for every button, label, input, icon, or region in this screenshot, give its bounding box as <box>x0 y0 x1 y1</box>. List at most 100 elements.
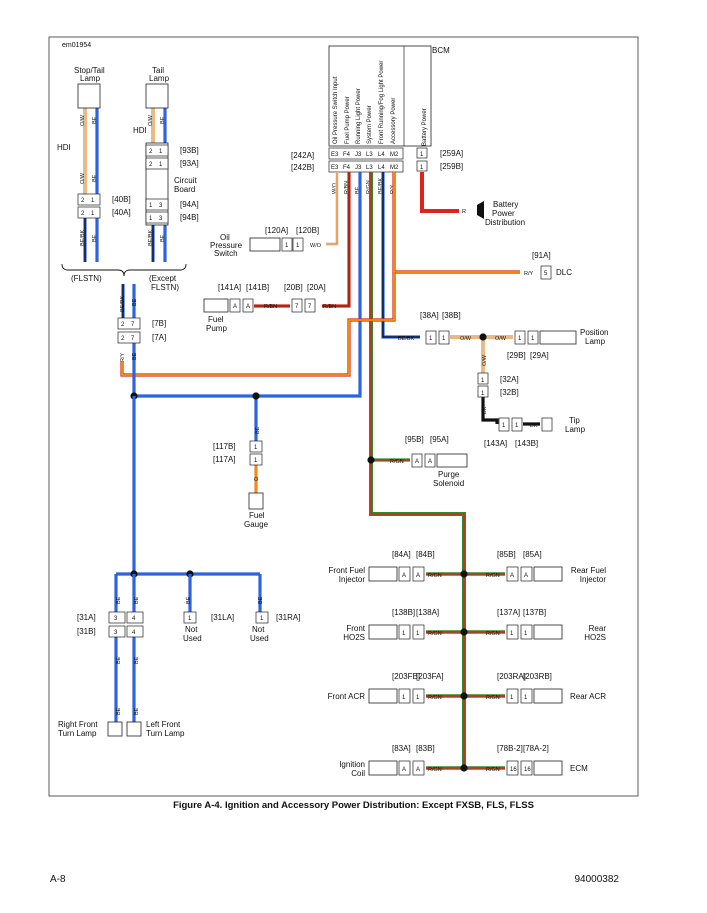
bcm-pin-a-J3: J3 <box>355 152 362 158</box>
bcm-pin-b-L3: L3 <box>366 165 373 171</box>
nu-r-1: Not <box>252 625 265 634</box>
conn-[203FA]: [203FA] <box>416 672 444 681</box>
conn-95a: [95A] <box>430 435 449 444</box>
wire-3 <box>369 172 466 770</box>
pin-1-r1: 1 <box>510 631 514 637</box>
conn-7a: [7A] <box>152 333 166 342</box>
left-label-0-1: Injector <box>339 575 366 584</box>
conn-[78A-2]: [78A-2] <box>523 744 549 753</box>
pin-0-l2: A <box>416 573 420 579</box>
conn-95b: [95B] <box>405 435 424 444</box>
conn-40b: [40B] <box>112 195 131 204</box>
bcm-function-5: Accessory Power <box>391 98 397 144</box>
wire-label-0-l: R/GN <box>428 573 442 579</box>
purge-label-2: Solenoid <box>433 479 464 488</box>
variant-except-2: FLSTN) <box>151 283 179 292</box>
rf-label-1: Right Front <box>58 720 98 729</box>
conn-[85B]: [85B] <box>497 550 516 559</box>
conn-117a: [117A] <box>213 455 236 464</box>
purge-solenoid: [95B] [95A] R/GN A A Purge Solenoid <box>390 435 468 488</box>
conn-259a: [259A] <box>440 149 463 158</box>
conn-20a: [20A] <box>307 283 326 292</box>
conn-[84A]: [84A] <box>392 550 411 559</box>
conn-91a: [91A] <box>532 251 551 260</box>
stop-tail-label-1: Stop/Tail <box>74 66 105 75</box>
conn-[85A]: [85A] <box>523 550 542 559</box>
pin-3-r1: 16 <box>510 767 517 773</box>
wire-2 <box>134 172 362 398</box>
pl-label-2: Lamp <box>585 337 606 346</box>
bcm-pin-a-L4: L4 <box>378 152 385 158</box>
c7-wire-be: BE <box>132 298 138 306</box>
tip-pin-a: 1 <box>481 378 485 384</box>
bcm-battery-label: Battery Power <box>422 108 428 146</box>
variant-bracket: (FLSTN) (Except FLSTN) <box>61 263 187 292</box>
pl-wire-in: BE/BK <box>398 336 415 342</box>
figure-id: em01954 <box>62 42 92 49</box>
pin-0-l1: A <box>402 573 406 579</box>
right-label-0-1: Injector <box>580 575 607 584</box>
bcm-pin-a-E3: E3 <box>331 152 339 158</box>
conn-29b: [29B] <box>507 351 526 360</box>
figure-caption: Figure A-4. Ignition and Accessory Power… <box>173 800 534 811</box>
tail-lamp: Tail Lamp O/W BE HDI 2 1 2 1 [93B] [93A]… <box>133 66 199 246</box>
pin-3-l1: A <box>402 767 406 773</box>
fp-wire-2: R/BN <box>323 304 336 310</box>
fuel-pump: [141A] [141B] A A R/BN [20B] [20A] 7 7 R… <box>203 283 336 333</box>
right-label-1-0: Rear <box>589 624 607 633</box>
pl-pin: 1 <box>429 336 433 342</box>
c31la-pin: 1 <box>188 616 192 622</box>
st-wire-be-2: BE <box>92 174 98 182</box>
wire-7 <box>420 172 459 213</box>
conn-7b: [7B] <box>152 319 166 328</box>
conn-[138B]: [138B] <box>392 608 415 617</box>
turn-wire-3: BE <box>186 596 192 604</box>
conn-93a: [93A] <box>180 159 199 168</box>
conn-31a: [31A] <box>77 613 96 622</box>
oil-pin: 1 <box>285 243 289 249</box>
oil-pressure-switch: [120A] [120B] 1 1 W/O Oil Pressure Switc… <box>210 226 322 258</box>
conn-259-pin-b: 1 <box>420 165 424 171</box>
st-wire-be-3: BE <box>92 234 98 242</box>
c31-pin-a2: 4 <box>132 616 136 622</box>
fuel-pump-label-1: Fuel <box>208 315 224 324</box>
oil-label-3: Switch <box>214 249 238 258</box>
st-wire-ow: O/W <box>80 114 86 126</box>
pin-1-r2: 1 <box>524 631 528 637</box>
wire-6 <box>120 272 396 377</box>
tip-label-1: Tip <box>569 416 580 425</box>
c31ra-pin: 1 <box>260 616 264 622</box>
conn-141b: [141B] <box>246 283 269 292</box>
lf-label-2: Turn Lamp <box>146 729 185 738</box>
dlc: [91A] 5 R/Y DLC <box>524 251 572 280</box>
turn-wire-4: BE <box>258 596 264 604</box>
fp-wire: R/BN <box>264 304 277 310</box>
battery-dist-label-3: Distribution <box>485 218 525 227</box>
bcm-pin-b-L4: L4 <box>378 165 385 171</box>
conn-120a: [120A] <box>265 226 288 235</box>
stop-tail-lamp: Stop/Tail Lamp O/W BE HDI O/W BE 2 1 2 1… <box>57 66 131 246</box>
c7-wire-ry: R/Y <box>120 353 126 363</box>
c93-pin-b1: 2 <box>149 162 153 168</box>
fg-wire-be: BE <box>255 426 261 434</box>
purge-label-1: Purge <box>438 470 460 479</box>
conn-[203RB]: [203RB] <box>523 672 552 681</box>
nu-r-2: Used <box>250 634 269 643</box>
st-hdi: HDI <box>57 143 71 152</box>
conn-40a: [40A] <box>112 208 131 217</box>
splice-dot <box>460 764 468 772</box>
bcm-pin-a-L3: L3 <box>366 152 373 158</box>
wire-label-1-l: R/GN <box>428 631 442 637</box>
nu-l-2: Used <box>183 634 202 643</box>
purge-pin-2: A <box>428 459 432 465</box>
c7-pin-b2: 7 <box>131 336 135 342</box>
conn-143a: [143A] <box>484 439 507 448</box>
fg-pin-a: 1 <box>254 445 258 451</box>
oil-pin-2: 1 <box>296 243 300 249</box>
conn-94b: [94B] <box>180 213 199 222</box>
page-number: A-8 <box>50 874 66 885</box>
